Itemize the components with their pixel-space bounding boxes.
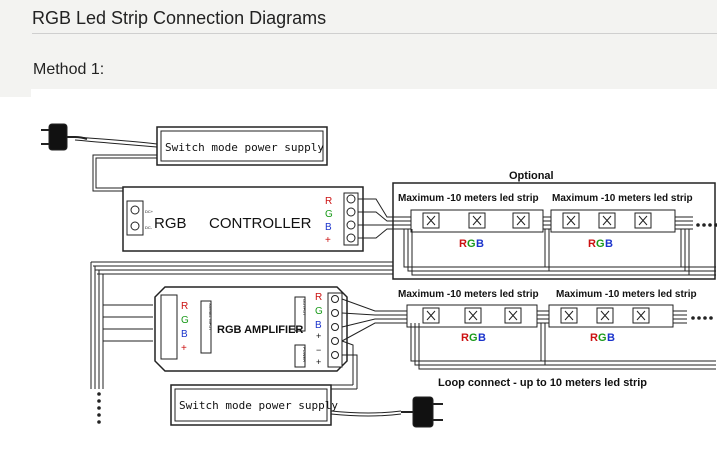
optional-label: Optional	[509, 170, 554, 182]
loop-connect-label: Loop connect - up to 10 meters led strip	[438, 377, 647, 389]
strip-bottom-1-g: G	[469, 332, 478, 344]
strip-bottom-2-b: B	[607, 332, 615, 344]
strip-top-1-g: G	[467, 238, 476, 250]
optional-frame	[392, 182, 716, 280]
ctrl-terminal-plus: +	[325, 235, 331, 246]
amp-power-label: POWER	[302, 347, 307, 362]
method-heading: Method 1:	[33, 61, 105, 78]
amp-out-b: B	[315, 320, 322, 331]
controller-name: RGB	[154, 215, 187, 232]
led-strip-top-1	[410, 209, 544, 233]
led-strip-top-2	[550, 209, 676, 233]
amp-signal-label: SIGNAL INPUT	[208, 303, 213, 331]
amp-out-g: G	[315, 306, 323, 317]
dc-minus-label: DC-	[145, 225, 153, 230]
psu-bottom	[170, 384, 332, 426]
power-plug-bottom	[401, 396, 443, 428]
controller-title: CONTROLLER	[209, 215, 312, 232]
strip-top-2-b: B	[605, 238, 613, 250]
psu-top	[156, 126, 328, 166]
ctrl-terminal-b: B	[325, 222, 332, 233]
amp-in-g: G	[181, 315, 189, 326]
strip-top-1-r: R	[459, 238, 467, 250]
rgb-amplifier	[154, 286, 348, 372]
strip-bottom-2-label: Maximum -10 meters led strip	[556, 289, 697, 300]
strip-bottom-2-g: G	[598, 332, 607, 344]
led-strip-bottom-2	[548, 304, 674, 328]
amp-out-r: R	[315, 292, 322, 303]
strip-top-2-r: R	[588, 238, 596, 250]
amp-output-label: OUTPUT	[302, 299, 307, 316]
ctrl-terminal-r: R	[325, 196, 332, 207]
strip-top-2-label: Maximum -10 meters led strip	[552, 193, 693, 204]
dc-plus-label: DC+	[145, 209, 154, 214]
title-divider	[32, 33, 717, 34]
amp-in-plus: +	[181, 343, 187, 354]
ctrl-terminal-g: G	[325, 209, 333, 220]
strip-top-1-b: B	[476, 238, 484, 250]
strip-bottom-1-label: Maximum -10 meters led strip	[398, 289, 539, 300]
amp-power-plus: +	[316, 357, 321, 367]
connection-diagram: Switch mode power supply Switch mode pow…	[31, 89, 717, 448]
rgb-controller	[122, 186, 364, 252]
strip-bottom-1-r: R	[461, 332, 469, 344]
psu-bottom-label: Switch mode power supply	[179, 399, 338, 412]
page-header	[0, 0, 717, 97]
strip-top-1-label: Maximum -10 meters led strip	[398, 193, 539, 204]
amplifier-title: RGB AMPLIFIER	[217, 324, 303, 336]
strip-top-2-g: G	[596, 238, 605, 250]
amp-out-plus: +	[316, 331, 321, 341]
led-strip-bottom-1	[406, 304, 538, 328]
diagram-canvas: Switch mode power supply Switch mode pow…	[41, 123, 717, 428]
amp-in-b: B	[181, 329, 188, 340]
amp-in-r: R	[181, 301, 188, 312]
strip-bottom-2-r: R	[590, 332, 598, 344]
strip-bottom-1-b: B	[478, 332, 486, 344]
psu-top-label: Switch mode power supply	[165, 141, 324, 154]
page-title: RGB Led Strip Connection Diagrams	[32, 8, 327, 28]
amp-power-minus: −	[316, 345, 321, 355]
